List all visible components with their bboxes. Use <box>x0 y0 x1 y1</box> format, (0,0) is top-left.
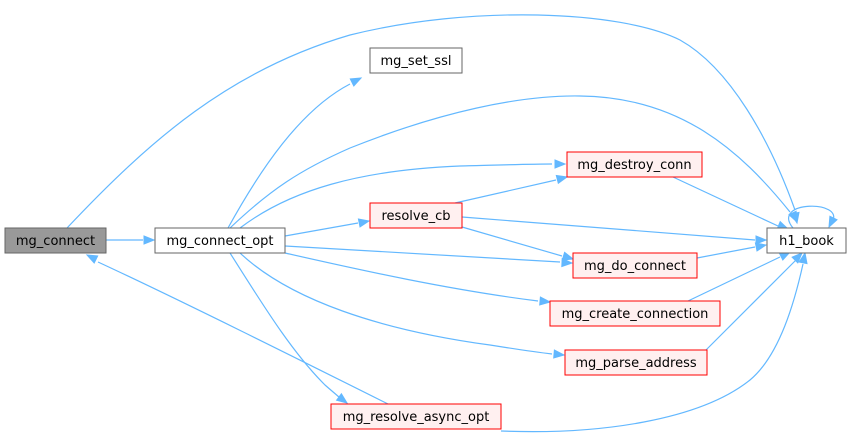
node-label: mg_resolve_async_opt <box>343 410 490 425</box>
arrowhead <box>791 252 803 264</box>
edge-mg_parse_address-to-h1_book <box>705 252 803 351</box>
edge-line <box>461 216 756 241</box>
edge-mg_connect_opt-to-mg_parse_address <box>239 252 566 359</box>
edge-resolve_cb-to-mg_do_connect <box>461 226 575 261</box>
node-mg-destroy-conn[interactable]: mg_destroy_conn <box>566 151 703 178</box>
edge-resolve_cb-to-h1_book <box>461 216 768 245</box>
edge-line <box>97 261 389 405</box>
arrowhead <box>788 210 798 224</box>
node-mg-resolve-async-opt[interactable]: mg_resolve_async_opt <box>330 403 502 430</box>
node-box[interactable] <box>564 349 708 376</box>
node-box[interactable] <box>330 403 502 430</box>
node-label: mg_connect_opt <box>166 234 273 249</box>
arrowhead <box>561 251 575 261</box>
edge-resolve_cb-to-mg_destroy_conn <box>454 174 569 204</box>
edge-mg_create_connection-to-h1_book <box>687 251 792 302</box>
arrowhead <box>561 257 574 268</box>
arrowhead <box>554 159 567 169</box>
edge-mg_connect_opt-to-mg_set_ssl <box>227 77 363 229</box>
node-box[interactable] <box>572 252 698 279</box>
edge-line <box>454 179 557 204</box>
edge-mg_connect_opt-to-resolve_cb <box>284 218 371 237</box>
arrowhead <box>798 251 808 265</box>
node-label: mg_do_connect <box>584 259 686 274</box>
edge-line <box>788 205 835 229</box>
edge-h1_book-to-h1_book <box>788 205 838 229</box>
node-box[interactable] <box>549 300 721 327</box>
edge-line <box>284 252 539 302</box>
node-label: mg_parse_address <box>575 356 697 371</box>
arrowhead <box>539 296 552 306</box>
arrowhead <box>754 242 768 252</box>
node-box[interactable] <box>154 227 286 254</box>
edge-line <box>687 256 781 302</box>
node-label: mg_destroy_conn <box>577 158 691 173</box>
node-label: mg_connect <box>16 234 95 249</box>
edge-mg_resolve_async_opt-to-h1_book <box>500 251 808 433</box>
node-mg-connect[interactable]: mg_connect <box>4 227 107 254</box>
edge-mg_connect_opt-to-mg_create_connection <box>284 252 552 306</box>
arrowhead <box>349 77 363 87</box>
edge-line <box>500 263 804 433</box>
arrowhead <box>553 349 566 359</box>
edge-mg_do_connect-to-h1_book <box>696 242 768 259</box>
edge-line <box>66 14 796 229</box>
edge-line <box>696 246 756 259</box>
arrowhead <box>335 392 349 404</box>
node-mg-parse-address[interactable]: mg_parse_address <box>564 349 708 376</box>
node-box[interactable] <box>566 151 703 178</box>
node-h1-book[interactable]: h1_book <box>766 227 847 254</box>
edge-mg_connect-to-mg_connect_opt <box>106 235 156 245</box>
edge-line <box>461 226 563 257</box>
nodes-layer: mg_connect mg_connect_opt mg_set_sslresolv… <box>4 47 847 430</box>
edge-mg_resolve_async_opt-to-mg_connect <box>85 254 389 405</box>
node-label: mg_set_ssl <box>381 54 452 69</box>
node-box[interactable] <box>369 202 463 229</box>
node-mg-connect-opt[interactable]: mg_connect_opt <box>154 227 286 254</box>
node-box[interactable] <box>766 227 847 254</box>
edge-line <box>672 176 779 227</box>
edge-mg_connect_opt-to-mg_resolve_async_opt <box>229 252 349 404</box>
edge-line <box>284 222 359 237</box>
edge-line <box>705 259 797 351</box>
node-label: resolve_cb <box>382 209 451 224</box>
node-mg-do-connect[interactable]: mg_do_connect <box>572 252 698 279</box>
edge-mg_destroy_conn-to-h1_book <box>672 176 790 230</box>
edge-line <box>227 83 351 229</box>
node-mg-set-ssl[interactable]: mg_set_ssl <box>369 47 463 74</box>
node-label: mg_create_connection <box>562 307 709 322</box>
node-box[interactable] <box>4 227 107 254</box>
arrowhead <box>357 218 371 228</box>
edge-mg_connect_opt-to-mg_do_connect <box>284 245 574 268</box>
node-label: h1_book <box>779 234 834 249</box>
arrowhead <box>755 235 768 245</box>
arrowhead <box>828 215 838 229</box>
edge-mg_connect-to-h1_book <box>66 14 800 229</box>
edge-line <box>229 95 791 229</box>
edges-layer <box>66 14 838 433</box>
edge-line <box>284 245 561 263</box>
arrowhead <box>143 235 156 245</box>
edge-mg_connect_opt-to-h1_book <box>229 95 798 229</box>
node-box[interactable] <box>369 47 463 74</box>
edge-line <box>239 163 553 229</box>
arrowhead <box>85 254 99 264</box>
edge-mg_connect_opt-to-mg_destroy_conn <box>239 159 567 229</box>
edge-line <box>229 252 341 399</box>
node-resolve-cb[interactable]: resolve_cb <box>369 202 463 229</box>
arrowhead <box>555 174 569 185</box>
node-mg-create-connection[interactable]: mg_create_connection <box>549 300 721 327</box>
edge-line <box>239 252 553 355</box>
